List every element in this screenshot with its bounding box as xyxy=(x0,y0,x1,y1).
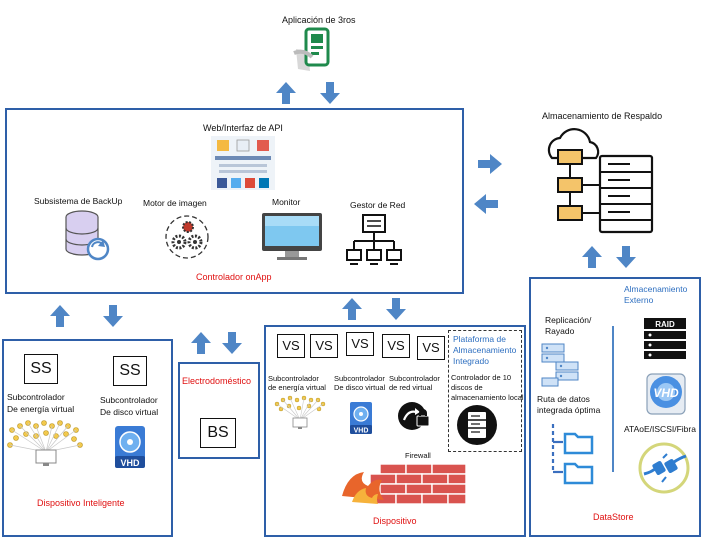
datastore-title: DataStore xyxy=(593,512,634,522)
energy-network-icon xyxy=(7,420,83,466)
device-vhd-label: VHD xyxy=(354,428,369,435)
datastore-vhd-label: VHD xyxy=(653,386,679,400)
api-interface-label: Web/Interfaz de API xyxy=(203,123,283,133)
phone-app-icon xyxy=(293,27,330,71)
raid-icon: RAID xyxy=(644,318,686,359)
arrow-down-icon xyxy=(320,82,340,104)
arrow-down-icon xyxy=(222,332,242,354)
cloud-storage-icon xyxy=(547,128,654,234)
device-disk-label-1: Subcontrolador xyxy=(334,374,385,383)
data-path-label-2: integrada óptima xyxy=(537,405,601,415)
vs-box-5: VS xyxy=(417,336,445,360)
api-icon xyxy=(211,136,275,190)
platform-label-3: Integrado xyxy=(453,356,489,366)
vs-box-4: VS xyxy=(382,334,410,358)
monitor-label: Monitor xyxy=(272,197,301,207)
ss-box-2: SS xyxy=(113,356,147,386)
bs-box: BS xyxy=(200,418,236,448)
energy-network-icon xyxy=(274,395,326,429)
data-path-label-1: Ruta de datos xyxy=(537,394,590,404)
external-storage-label-1: Almacenamiento xyxy=(624,284,688,294)
arrow-up-icon xyxy=(342,298,362,320)
device-disk-label-2: De disco virtual xyxy=(334,383,386,392)
vhd-disk-icon: VHD xyxy=(115,426,145,468)
local-disks-label-3: almacenamiento local xyxy=(451,393,524,402)
onapp-controller-box xyxy=(5,108,464,294)
backup-storage-label: Almacenamiento de Respaldo xyxy=(542,111,663,121)
ss-box-1: SS xyxy=(24,354,58,384)
disk-subcontroller-label-1: Subcontrolador xyxy=(100,395,158,405)
energy-subcontroller-label-2: De energía virtual xyxy=(7,404,75,414)
device-net-label-1: Subcontrolador xyxy=(389,374,440,383)
energy-subcontroller-label-1: Subcontrolador xyxy=(7,392,65,402)
firewall-icon xyxy=(342,463,467,505)
plug-connection-icon xyxy=(638,442,690,494)
device-energy-label-1: Subcontrolador xyxy=(268,374,319,383)
vhd-disk-icon: VHD xyxy=(350,402,372,435)
datastore-divider xyxy=(612,326,614,472)
device-energy-label-2: de energía virtual xyxy=(268,383,326,392)
arrow-up-icon xyxy=(191,332,211,354)
arrow-left-icon xyxy=(474,194,498,214)
folder-tree-icon xyxy=(551,424,594,485)
platform-label-1: Plataforma de xyxy=(453,334,506,344)
vhd-label: VHD xyxy=(120,458,140,468)
replication-label-1: Replicación/ xyxy=(545,315,592,325)
arrow-up-icon xyxy=(50,305,70,327)
gears-icon xyxy=(165,215,209,259)
local-disks-label-2: discos de xyxy=(451,383,483,392)
external-storage-label-2: Externo xyxy=(624,295,654,305)
smart-device-box xyxy=(2,339,173,537)
image-engine-label: Motor de imagen xyxy=(143,198,207,208)
disk-subcontroller-label-2: De disco virtual xyxy=(100,407,159,417)
network-icon xyxy=(346,214,402,265)
raid-label: RAID xyxy=(655,320,675,329)
arrow-down-icon xyxy=(616,246,636,268)
arrow-up-icon xyxy=(276,82,296,104)
monitor-icon xyxy=(262,213,322,260)
database-backup-icon xyxy=(65,210,110,261)
controller-title: Controlador onApp xyxy=(196,272,272,282)
smart-device-title: Dispositivo Inteligente xyxy=(37,498,125,508)
device-title: Dispositivo xyxy=(373,516,417,526)
platform-label-2: Almacenamiento xyxy=(453,345,517,355)
vs-box-2: VS xyxy=(310,334,338,358)
arrow-right-icon xyxy=(478,154,502,174)
appliance-box xyxy=(178,362,260,459)
firewall-label: Firewall xyxy=(405,451,431,460)
backup-subsystem-label: Subsistema de BackUp xyxy=(34,196,123,206)
device-box xyxy=(264,325,526,537)
vs-box-3: VS xyxy=(346,332,374,356)
integrated-storage-platform-box xyxy=(448,330,522,452)
ataoe-label: ATAoE/ISCSI/Fibra xyxy=(624,424,696,434)
arrow-down-icon xyxy=(103,305,123,327)
server-icon xyxy=(457,405,497,445)
local-disks-label-1: Controlador de 10 xyxy=(451,373,512,382)
network-lock-icon xyxy=(398,402,430,430)
datastore-box xyxy=(529,277,701,537)
replication-servers-icon xyxy=(541,343,579,387)
third-party-app-label: Aplicación de 3ros xyxy=(282,15,356,25)
arrow-down-icon xyxy=(386,298,406,320)
vs-box-1: VS xyxy=(277,334,305,358)
network-manager-label: Gestor de Red xyxy=(350,200,406,210)
vhd-disk-icon: VHD xyxy=(646,373,686,415)
device-net-label-2: de red virtual xyxy=(389,383,433,392)
replication-label-2: Rayado xyxy=(545,326,575,336)
arrow-up-icon xyxy=(582,246,602,268)
appliance-title: Electrodoméstico xyxy=(182,376,252,386)
